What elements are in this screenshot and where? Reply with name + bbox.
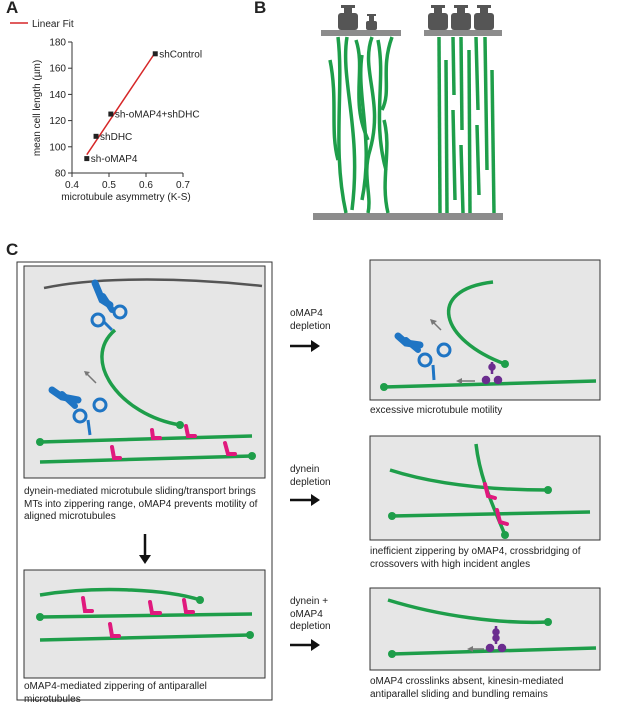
motion-arrow bbox=[85, 372, 97, 384]
mt-end bbox=[388, 650, 396, 658]
omap4-crosslink bbox=[495, 508, 509, 526]
data-point bbox=[108, 111, 114, 117]
point-label: sh-oMAP4 bbox=[91, 154, 138, 165]
arrow-label-omap4-depletion: oMAP4 depletion bbox=[290, 308, 331, 332]
data-point bbox=[152, 51, 158, 57]
microtubule bbox=[39, 612, 253, 619]
disordered-microtubules bbox=[328, 36, 394, 214]
caption-main-bottom: oMAP4-mediated zippering of antiparallel… bbox=[24, 681, 207, 705]
box-r3 bbox=[369, 587, 601, 671]
panel-label-c: C bbox=[6, 240, 19, 259]
mt-end bbox=[544, 618, 552, 626]
point-label: shControl bbox=[159, 49, 202, 60]
omap4-crosslink bbox=[81, 596, 94, 613]
dynein-motor-upper bbox=[90, 279, 128, 332]
arrow-label-dynein-omap4-depletion: dynein + oMAP4 depletion bbox=[290, 596, 331, 632]
microtubule bbox=[39, 587, 201, 602]
mt-end bbox=[501, 360, 509, 368]
mt-end bbox=[36, 438, 44, 446]
y-tick-label: 160 bbox=[49, 64, 66, 75]
box-main-bottom bbox=[23, 569, 266, 679]
omap4-crosslink bbox=[110, 445, 122, 460]
dynein-motor-lower bbox=[48, 386, 108, 436]
microtubule-lower bbox=[39, 454, 253, 464]
weight-large-2 bbox=[428, 5, 448, 30]
mt-end bbox=[544, 486, 552, 494]
legend-label: Linear Fit bbox=[32, 19, 74, 30]
dynein-motor bbox=[394, 332, 452, 381]
mt-end bbox=[36, 613, 44, 621]
mt-end bbox=[196, 596, 204, 604]
mt-end bbox=[380, 383, 388, 391]
caption-r2: inefficient zippering by oMAP4, crossbri… bbox=[370, 546, 581, 570]
top-plate-left bbox=[321, 30, 401, 36]
omap4-crosslink bbox=[223, 441, 237, 456]
curved-microtubule bbox=[389, 468, 549, 492]
mt-end bbox=[388, 512, 396, 520]
mt-end bbox=[501, 531, 509, 539]
microtubule bbox=[39, 633, 251, 642]
x-axis-label: microtubule asymmetry (K-S) bbox=[61, 192, 190, 203]
membrane bbox=[43, 278, 263, 290]
kinesin-motor bbox=[481, 362, 503, 385]
point-label: shDHC bbox=[100, 132, 132, 143]
microtubule bbox=[383, 379, 597, 389]
y-tick-label: 80 bbox=[55, 169, 67, 180]
data-point bbox=[84, 156, 90, 162]
x-tick-label: 0.6 bbox=[139, 180, 153, 191]
arrow-label-dynein-depletion: dynein depletion bbox=[290, 464, 331, 488]
omap4-crosslink bbox=[150, 428, 162, 440]
omap4-crosslink bbox=[108, 622, 121, 638]
weight-large-4 bbox=[474, 5, 494, 30]
panel-label-a: A bbox=[6, 0, 19, 17]
weight-small-1 bbox=[366, 14, 377, 30]
curved-microtubule bbox=[446, 280, 506, 366]
weight-large-3 bbox=[451, 5, 471, 30]
mt-end bbox=[248, 452, 256, 460]
microtubule-weight-diagram bbox=[313, 5, 503, 220]
microtubule bbox=[391, 646, 597, 656]
data-point bbox=[93, 133, 99, 139]
caption-r1: excessive microtubule motility bbox=[370, 405, 503, 416]
omap4-crosslink bbox=[182, 598, 195, 614]
weight-large-1 bbox=[338, 5, 358, 30]
point-label: sh-oMAP4+shDHC bbox=[115, 110, 200, 121]
omap4-crosslink bbox=[148, 600, 162, 615]
mt-end bbox=[176, 421, 184, 429]
caption-main-top: dynein-mediated microtubule sliding/tran… bbox=[24, 486, 258, 522]
panel-label-b: B bbox=[254, 0, 267, 17]
x-tick-label: 0.7 bbox=[176, 180, 190, 191]
curved-microtubule bbox=[387, 598, 549, 625]
scatter-chart: 80 100 120 140 160 180 0.4 0.5 0.6 0.7 mean cell… bbox=[10, 19, 202, 203]
x-tick-label: 0.4 bbox=[65, 180, 79, 191]
top-plate-right bbox=[424, 30, 502, 36]
x-tick-label: 0.5 bbox=[102, 180, 116, 191]
microtubule-upper bbox=[39, 434, 253, 444]
y-tick-label: 140 bbox=[49, 90, 66, 101]
microtubule bbox=[391, 510, 591, 518]
box-main-top bbox=[23, 265, 266, 479]
y-axis-label: mean cell length (µm) bbox=[32, 60, 43, 156]
y-tick-label: 180 bbox=[49, 38, 66, 49]
curved-microtubule bbox=[100, 328, 181, 427]
motion-arrow bbox=[432, 321, 442, 331]
y-tick-label: 100 bbox=[49, 142, 66, 153]
omap4-crosslink bbox=[184, 424, 197, 438]
caption-r3: oMAP4 crosslinks absent, kinesin-mediate… bbox=[370, 676, 564, 700]
kinesin-motor bbox=[485, 626, 507, 653]
y-tick-label: 120 bbox=[49, 116, 66, 127]
omap4-crosslink bbox=[483, 482, 497, 500]
bottom-plate bbox=[313, 213, 503, 220]
aligned-microtubules bbox=[437, 36, 496, 214]
mt-end bbox=[246, 631, 254, 639]
